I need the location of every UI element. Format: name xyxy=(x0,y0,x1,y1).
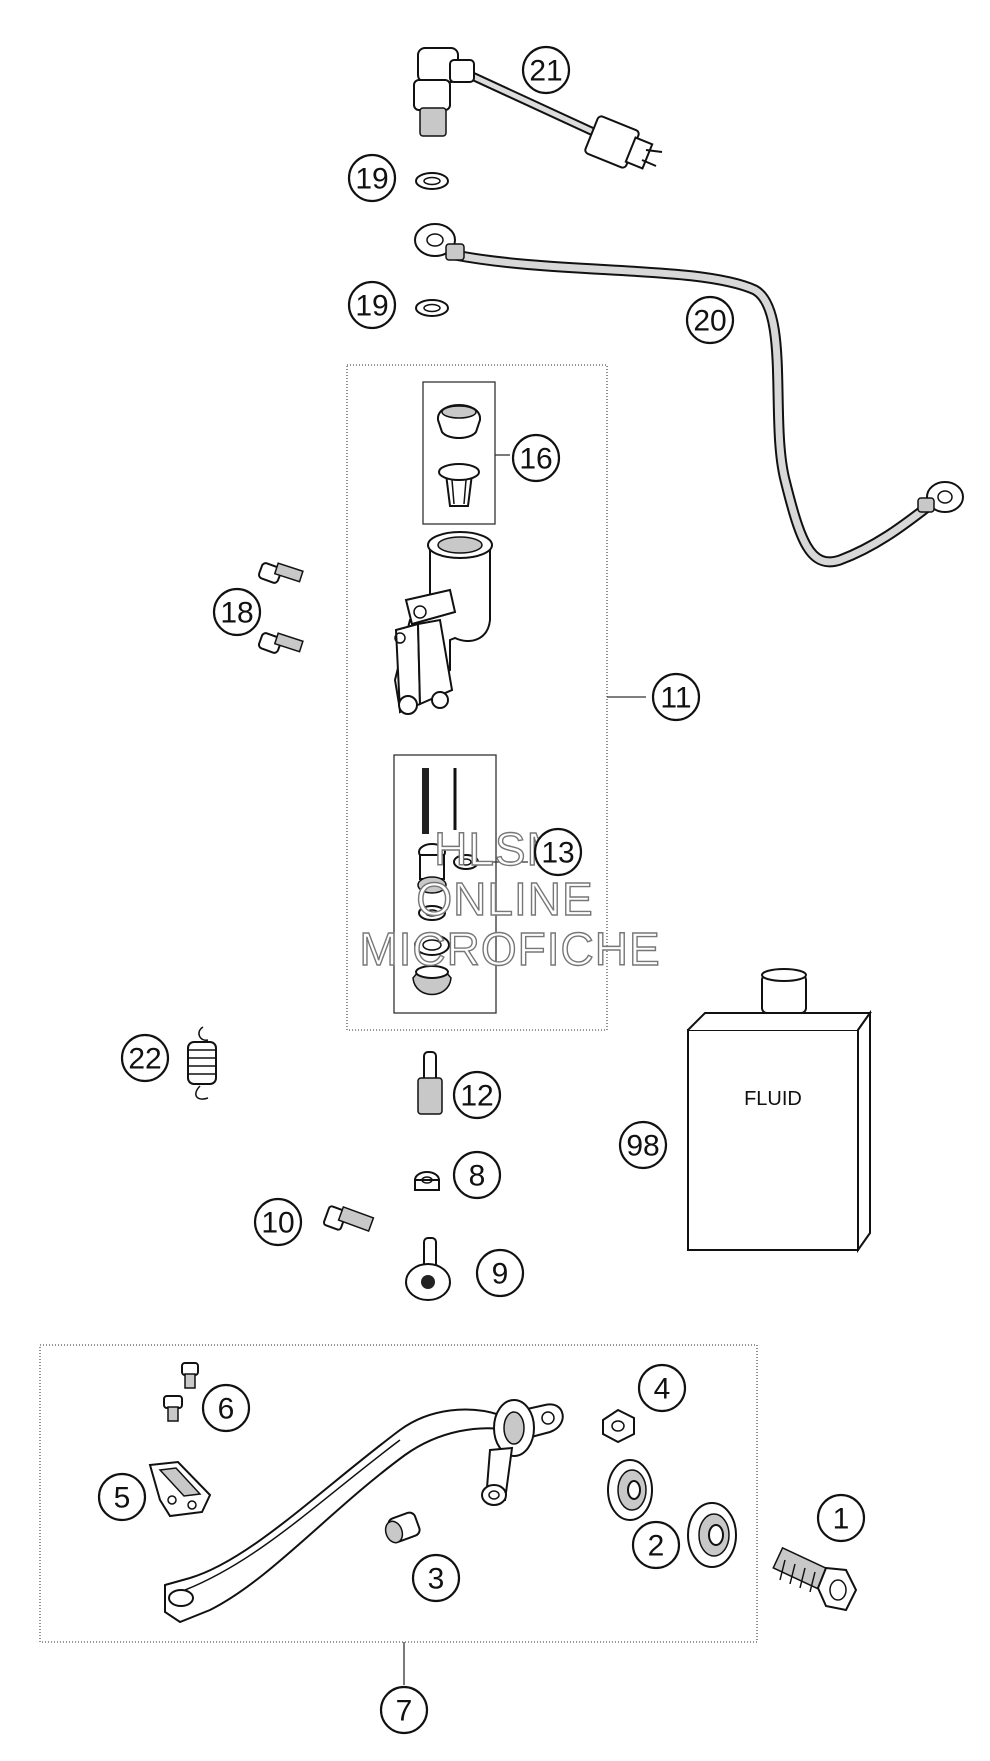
part-13-piston-kit xyxy=(412,768,479,996)
callout-c18: 18 xyxy=(212,587,262,637)
callout-number: 7 xyxy=(396,1695,413,1728)
watermark-line-2: ONLINE xyxy=(416,873,593,925)
part-13-kit-frame xyxy=(393,754,497,1014)
callout-number: 8 xyxy=(469,1160,486,1193)
part-9-clevis xyxy=(405,1237,451,1301)
part-19-seal-ring-lower xyxy=(415,299,449,317)
callout-c7: 7 xyxy=(379,1685,429,1735)
watermark: HLSM ONLINE MICROFICHE xyxy=(359,822,661,975)
callout-number: 13 xyxy=(541,837,574,870)
callout-circle xyxy=(475,1248,525,1298)
part-12-push-rod xyxy=(417,1051,443,1115)
part-22-spring xyxy=(187,1026,217,1100)
callout-circle xyxy=(452,1070,502,1120)
part-18-screw-lower xyxy=(257,632,304,654)
part-16-reservoir-cap xyxy=(436,404,482,507)
callout-number: 16 xyxy=(519,443,552,476)
callout-c10: 10 xyxy=(253,1197,303,1247)
part-7-brake-pedal xyxy=(164,1399,564,1624)
part-6-screw-lower xyxy=(163,1395,183,1422)
callout-c2: 2 xyxy=(631,1520,681,1570)
callout-circle xyxy=(347,280,397,330)
callout-number: 5 xyxy=(114,1482,131,1515)
callout-circle xyxy=(685,295,735,345)
callout-c5: 5 xyxy=(97,1472,147,1522)
callout-circle xyxy=(618,1120,668,1170)
callout-number: 19 xyxy=(355,290,388,323)
callout-circle xyxy=(253,1197,303,1247)
part-5-pedal-tip xyxy=(148,1460,212,1518)
part-4-nut xyxy=(602,1408,635,1444)
callout-c6: 6 xyxy=(201,1383,251,1433)
callout-circle xyxy=(97,1472,147,1522)
callout-c98: 98 xyxy=(618,1120,668,1170)
callout-number: 6 xyxy=(218,1393,235,1426)
callout-circle xyxy=(521,45,571,95)
part-1-pivot-bolt xyxy=(772,1546,858,1612)
part-19-seal-ring-upper xyxy=(415,172,449,190)
callout-number: 12 xyxy=(460,1080,493,1113)
callout-number: 4 xyxy=(654,1373,671,1406)
fluid-label: FLUID xyxy=(744,1088,802,1110)
callout-circle xyxy=(347,153,397,203)
callout-circle xyxy=(201,1383,251,1433)
callout-number: 22 xyxy=(128,1043,161,1076)
part-3-pivot-pin xyxy=(384,1511,421,1544)
callout-number: 9 xyxy=(492,1258,509,1291)
callout-c19b: 19 xyxy=(347,280,397,330)
callout-c12: 12 xyxy=(452,1070,502,1120)
callout-number: 1 xyxy=(833,1503,850,1536)
part-16-kit-frame xyxy=(422,381,496,525)
callout-c8: 8 xyxy=(452,1150,502,1200)
callout-c9: 9 xyxy=(475,1248,525,1298)
callout-number: 2 xyxy=(648,1530,665,1563)
callout-number: 10 xyxy=(261,1207,294,1240)
callout-circle xyxy=(637,1363,687,1413)
callout-circle xyxy=(411,1553,461,1603)
callout-circle xyxy=(816,1493,866,1543)
part-2-bearing-lower xyxy=(687,1502,737,1568)
watermark-line-3: MICROFICHE xyxy=(359,923,660,975)
callout-number: 11 xyxy=(660,682,691,715)
callout-number: 18 xyxy=(220,597,253,630)
callout-number: 98 xyxy=(626,1130,659,1163)
callout-c4: 4 xyxy=(637,1363,687,1413)
callout-number: 3 xyxy=(428,1563,445,1596)
part-21-brake-light-switch xyxy=(413,47,663,170)
callout-number: 19 xyxy=(355,163,388,196)
part-8-nut xyxy=(414,1171,440,1191)
part-18-screw-upper xyxy=(257,562,304,584)
callout-c3: 3 xyxy=(411,1553,461,1603)
callout-c20: 20 xyxy=(685,295,735,345)
callout-c1: 1 xyxy=(816,1493,866,1543)
part-20-brake-hose xyxy=(414,223,964,568)
callout-c21: 21 xyxy=(521,45,571,95)
part-98-fluid-container: FLUID xyxy=(687,968,872,1254)
part-11-assembly-frame xyxy=(346,364,608,1031)
callout-circle xyxy=(533,827,583,877)
callout-c19a: 19 xyxy=(347,153,397,203)
callout-c13: 13 xyxy=(533,827,583,877)
callout-circle xyxy=(452,1150,502,1200)
part-6-screw-upper xyxy=(181,1362,199,1389)
callout-c16: 16 xyxy=(511,433,561,483)
callout-c11: 11 xyxy=(651,672,701,722)
callout-number: 21 xyxy=(529,55,562,88)
callout-circle xyxy=(379,1685,429,1735)
callout-circle xyxy=(212,587,262,637)
part-2-bearing-upper xyxy=(607,1459,653,1521)
callout-number: 20 xyxy=(693,305,726,338)
part-10-bolt xyxy=(322,1205,375,1233)
callout-circle xyxy=(120,1033,170,1083)
part-11-master-cylinder-body xyxy=(393,531,493,715)
callout-c22: 22 xyxy=(120,1033,170,1083)
callout-circle xyxy=(631,1520,681,1570)
callout-circle xyxy=(511,433,561,483)
callout-circle xyxy=(651,672,701,722)
